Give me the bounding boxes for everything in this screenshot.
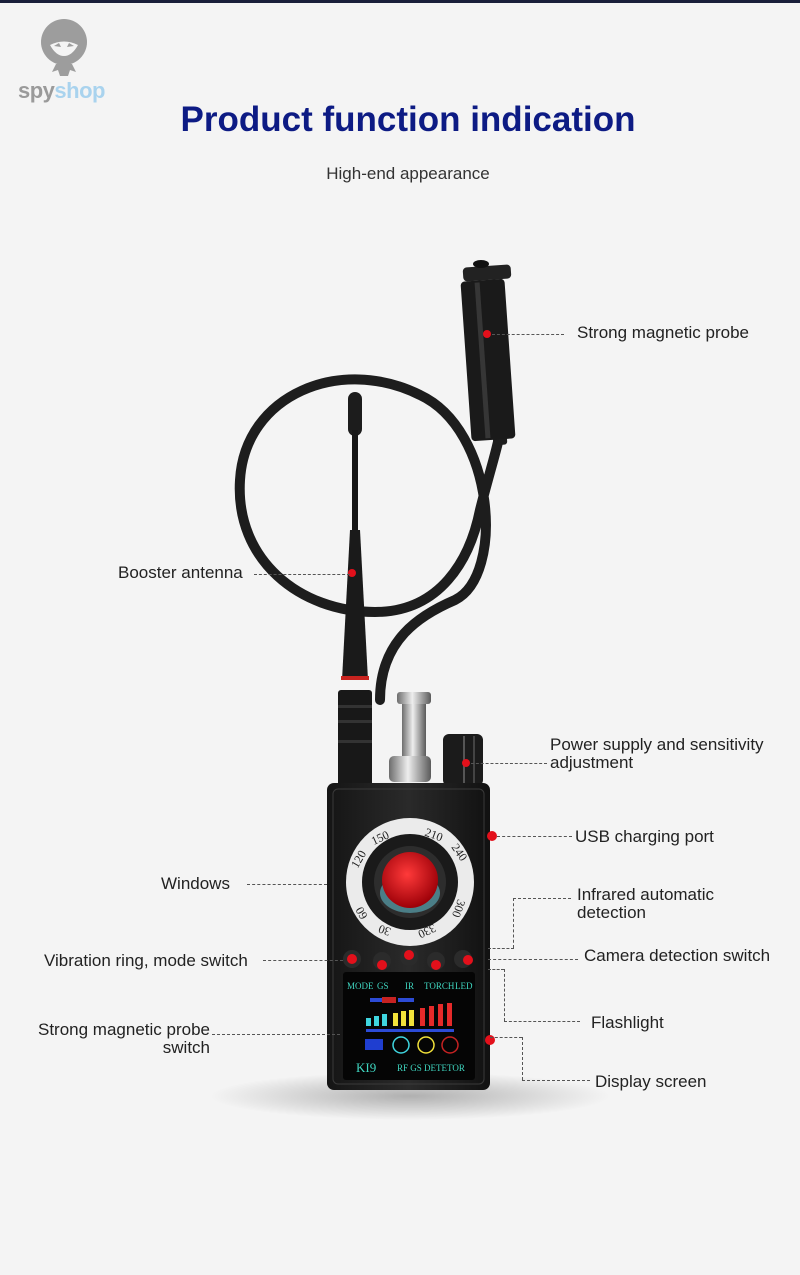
svg-text:KI9: KI9 — [356, 1060, 376, 1075]
page-title: Product function indication — [180, 100, 636, 139]
leader-line-magnetic-probe — [492, 334, 564, 335]
callout-infrared-line2: detection — [577, 903, 646, 922]
callout-probe-switch-line2: switch — [162, 1038, 210, 1057]
top-border-strip — [0, 0, 800, 3]
callout-infrared: Infrared automatic detection — [577, 886, 714, 922]
callout-magnetic-probe: Strong magnetic probe — [577, 323, 749, 342]
booster-antenna — [338, 392, 372, 786]
callout-flashlight: Flashlight — [591, 1013, 664, 1032]
callout-infrared-line1: Infrared automatic — [577, 885, 715, 904]
callout-probe-switch: Strong magnetic probe switch — [25, 1021, 210, 1057]
leader-line-probe-switch — [212, 1034, 340, 1035]
svg-text:LED: LED — [455, 981, 473, 991]
display-screen: MODE GS IR TORCH LED KI9 RF GS DET — [343, 972, 475, 1080]
svg-text:IR: IR — [405, 981, 414, 991]
svg-text:300: 300 — [449, 898, 468, 920]
ninja-mascot-icon — [41, 19, 87, 76]
callout-usb-port: USB charging port — [575, 827, 714, 846]
svg-text:330: 330 — [416, 921, 438, 941]
leader-line-vibration — [263, 960, 343, 961]
brand-name-spy: spy — [18, 78, 55, 103]
callout-markers — [348, 330, 497, 1045]
svg-text:RF GS DETETOR: RF GS DETETOR — [397, 1063, 465, 1073]
function-buttons — [343, 948, 473, 970]
svg-text:MODE: MODE — [347, 981, 374, 991]
magnetic-probe — [460, 260, 516, 446]
svg-text:210: 210 — [423, 825, 445, 844]
leader-line-infrared-v — [513, 898, 514, 948]
leader-line-flashlight-h1 — [488, 969, 504, 970]
callout-power-line2: adjustment — [550, 753, 634, 772]
callout-probe-switch-line1: Strong magnetic probe — [38, 1020, 210, 1039]
page-subtitle: High-end appearance — [326, 164, 490, 183]
leader-line-display-h1 — [490, 1037, 522, 1038]
leader-line-camera — [488, 959, 578, 960]
callout-power-sensitivity: Power supply and sensitivity adjustment — [550, 736, 764, 772]
leader-line-usb — [497, 836, 572, 837]
brand-name-shop: shop — [54, 78, 105, 103]
leader-line-booster-antenna — [254, 574, 350, 575]
leader-line-windows — [247, 884, 327, 885]
leader-line-display-v — [522, 1037, 523, 1080]
device-shadow — [210, 1072, 610, 1120]
probe-connector — [389, 692, 431, 782]
leader-line-infrared-h — [513, 898, 571, 899]
leader-line-display-h2 — [522, 1080, 590, 1081]
gooseneck-cable — [234, 374, 505, 705]
svg-text:GS: GS — [377, 981, 389, 991]
svg-text:30: 30 — [376, 922, 392, 939]
svg-text:150: 150 — [369, 828, 391, 848]
callout-vibration-mode: Vibration ring, mode switch — [44, 951, 248, 970]
detection-window-dial: 150 210 240 300 330 30 60 120 — [346, 818, 474, 946]
callout-booster-antenna: Booster antenna — [118, 563, 243, 582]
leader-line-flashlight-v — [504, 969, 505, 1021]
signal-bars — [366, 1003, 452, 1026]
leader-line-flashlight-h2 — [504, 1021, 580, 1022]
brand-wordmark: spyshop — [18, 78, 105, 104]
leader-line-infrared-h2 — [488, 948, 514, 949]
callout-camera-detection: Camera detection switch — [584, 946, 771, 965]
callout-display-screen: Display screen — [595, 1072, 707, 1091]
power-sensitivity-knob — [443, 734, 483, 786]
leader-line-power — [471, 763, 547, 764]
callout-windows: Windows — [161, 874, 230, 893]
svg-text:TORCH: TORCH — [424, 981, 455, 991]
callout-power-line1: Power supply and sensitivity — [550, 735, 764, 754]
